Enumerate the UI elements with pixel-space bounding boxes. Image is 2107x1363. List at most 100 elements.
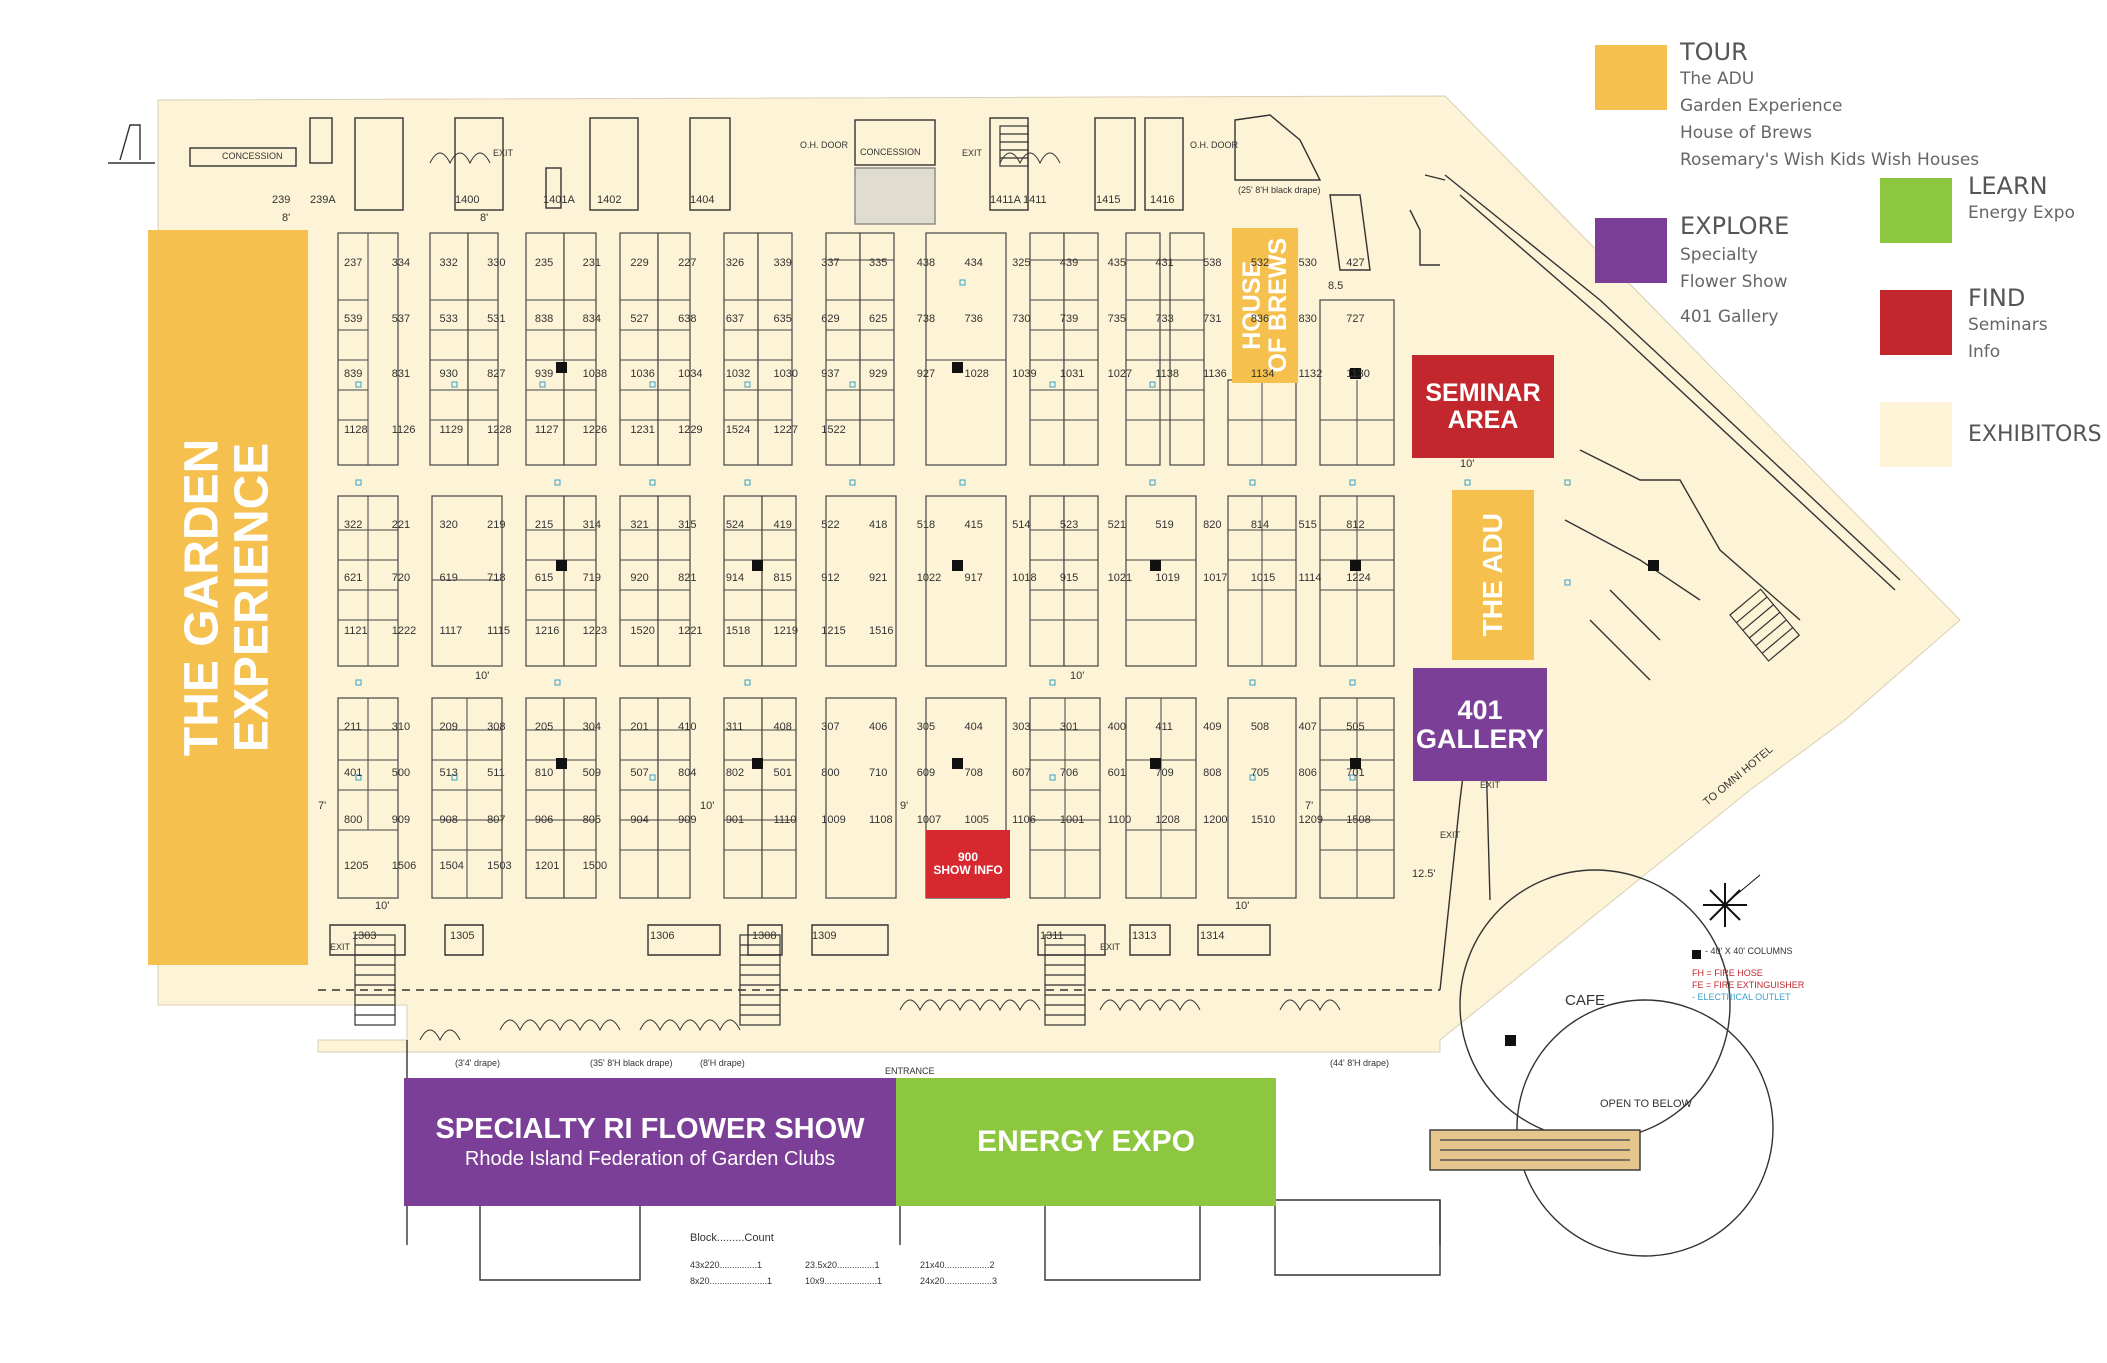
booth-number[interactable]: 815 xyxy=(773,572,792,584)
booth-number[interactable]: 511 xyxy=(487,767,505,780)
booth-number[interactable]: 527 xyxy=(630,312,649,325)
booth-number[interactable]: 710 xyxy=(869,767,888,780)
booth-number[interactable]: 802 xyxy=(725,767,745,780)
booth-number[interactable]: 311 xyxy=(725,721,744,734)
booth-number[interactable]: 920 xyxy=(630,572,649,584)
booth-number[interactable]: 439 xyxy=(1059,257,1079,270)
booth-number[interactable]: 827 xyxy=(487,368,506,381)
booth-number[interactable]: 1017 xyxy=(1203,572,1228,584)
booth-number[interactable]: 1106 xyxy=(1012,813,1036,826)
booth-number[interactable]: 917 xyxy=(964,572,983,584)
booth-number[interactable]: 706 xyxy=(1059,767,1079,780)
booth-number[interactable]: 310 xyxy=(391,721,411,734)
booth-number[interactable]: 830 xyxy=(1298,312,1317,325)
booth-number[interactable]: 315 xyxy=(678,518,697,531)
booth-number[interactable]: 904 xyxy=(630,813,649,826)
booth-number[interactable]: 1129 xyxy=(439,423,464,436)
booth-number[interactable]: 1134 xyxy=(1250,368,1275,381)
booth-number[interactable]: 930 xyxy=(439,368,458,381)
booth-number[interactable]: 1028 xyxy=(964,368,989,381)
booth-number[interactable]: 727 xyxy=(1346,312,1365,325)
booth-number[interactable]: 1216 xyxy=(534,625,560,638)
booth-number[interactable]: 1005 xyxy=(964,813,989,826)
booth-number[interactable]: 1019 xyxy=(1155,572,1180,584)
booth-number[interactable]: 1036 xyxy=(630,368,655,381)
booth-number[interactable]: 404 xyxy=(964,721,983,734)
booth-number[interactable]: 912 xyxy=(821,572,840,584)
booth-number[interactable]: 408 xyxy=(773,721,792,734)
booth-number[interactable]: 401 xyxy=(344,767,363,780)
booth-number[interactable]: 619 xyxy=(439,572,458,584)
booth-number[interactable]: 320 xyxy=(439,518,458,531)
booth-number[interactable]: 1208 xyxy=(1155,813,1180,826)
booth-number[interactable]: 807 xyxy=(487,813,506,826)
booth-number[interactable]: 1115 xyxy=(487,625,511,638)
booth-number[interactable]: 205 xyxy=(534,721,554,734)
booth-number[interactable]: 638 xyxy=(678,312,697,325)
booth-number[interactable]: 515 xyxy=(1298,518,1317,531)
booth-number[interactable]: 1522 xyxy=(821,423,846,436)
booth-number[interactable]: 1231 xyxy=(630,423,655,436)
booth-number[interactable]: 531 xyxy=(487,312,506,325)
energy-expo-area[interactable]: ENERGY EXPO xyxy=(896,1078,1276,1206)
booth-number[interactable]: 501 xyxy=(773,767,792,780)
booth-number[interactable]: 1520 xyxy=(630,625,655,638)
booth-number[interactable]: 1030 xyxy=(773,368,799,381)
booth-number[interactable]: 518 xyxy=(916,518,936,531)
booth-number[interactable]: 731 xyxy=(1203,312,1222,325)
booth-number[interactable]: 804 xyxy=(678,767,697,780)
booth-number[interactable]: 1136 xyxy=(1203,368,1227,381)
booth-number[interactable]: 708 xyxy=(964,767,983,780)
booth-number[interactable]: 314 xyxy=(582,518,601,531)
booth-number[interactable]: 1215 xyxy=(821,625,846,638)
booth-number[interactable]: 739 xyxy=(1059,312,1079,325)
booth-number[interactable]: 1132 xyxy=(1298,368,1323,381)
booth-number[interactable]: 808 xyxy=(1203,767,1222,780)
booth-number[interactable]: 1032 xyxy=(725,368,751,381)
booth-number[interactable]: 407 xyxy=(1298,721,1317,734)
booth-number[interactable]: 305 xyxy=(916,721,936,734)
booth-number[interactable]: 415 xyxy=(964,518,983,531)
booth-number[interactable]: 231 xyxy=(582,257,601,270)
booth-number[interactable]: 1022 xyxy=(916,572,942,584)
booth-number[interactable]: 805 xyxy=(582,813,601,826)
booth-number[interactable]: 530 xyxy=(1298,257,1317,270)
booth-number[interactable]: 1508 xyxy=(1346,813,1371,826)
flower-show-area[interactable]: SPECIALTY RI FLOWER SHOW Rhode Island Fe… xyxy=(404,1078,896,1206)
booth-number[interactable]: 330 xyxy=(487,257,506,270)
booth-number[interactable]: 524 xyxy=(725,518,745,531)
booth-number[interactable]: 1219 xyxy=(773,625,799,638)
booth-number[interactable]: 609 xyxy=(916,767,936,780)
booth-number[interactable]: 1229 xyxy=(678,423,703,436)
booth-number[interactable]: 836 xyxy=(1250,312,1270,325)
booth-number[interactable]: 635 xyxy=(773,312,792,325)
booth-number[interactable]: 1130 xyxy=(1346,368,1370,381)
booth-number[interactable]: 522 xyxy=(821,518,840,531)
booth-number[interactable]: 339 xyxy=(773,257,792,270)
booth-number[interactable]: 718 xyxy=(487,572,506,584)
booth-number[interactable]: 326 xyxy=(725,257,745,270)
booth-number[interactable]: 1117 xyxy=(439,625,463,638)
booth-number[interactable]: 539 xyxy=(344,312,363,325)
booth-number[interactable]: 209 xyxy=(439,721,458,734)
booth-number[interactable]: 1018 xyxy=(1012,572,1037,584)
booth-number[interactable]: 221 xyxy=(391,518,411,531)
booth-number[interactable]: 438 xyxy=(916,257,936,270)
booth-number[interactable]: 810 xyxy=(534,767,554,780)
booth-number[interactable]: 322 xyxy=(344,518,363,531)
booth-number[interactable]: 325 xyxy=(1012,257,1031,270)
booth-number[interactable]: 1503 xyxy=(487,859,512,872)
booth-number[interactable]: 409 xyxy=(1203,721,1222,734)
booth-number[interactable]: 1127 xyxy=(534,423,559,436)
booth-number[interactable]: 201 xyxy=(630,721,649,734)
booth-number[interactable]: 1015 xyxy=(1250,572,1276,584)
booth-number[interactable]: 839 xyxy=(344,368,363,381)
booth-number[interactable]: 235 xyxy=(534,257,554,270)
booth-number[interactable]: 929 xyxy=(869,368,888,381)
booth-number[interactable]: 514 xyxy=(1012,518,1031,531)
booth-number[interactable]: 1110 xyxy=(773,813,797,826)
booth-number[interactable]: 1100 xyxy=(1107,813,1132,826)
